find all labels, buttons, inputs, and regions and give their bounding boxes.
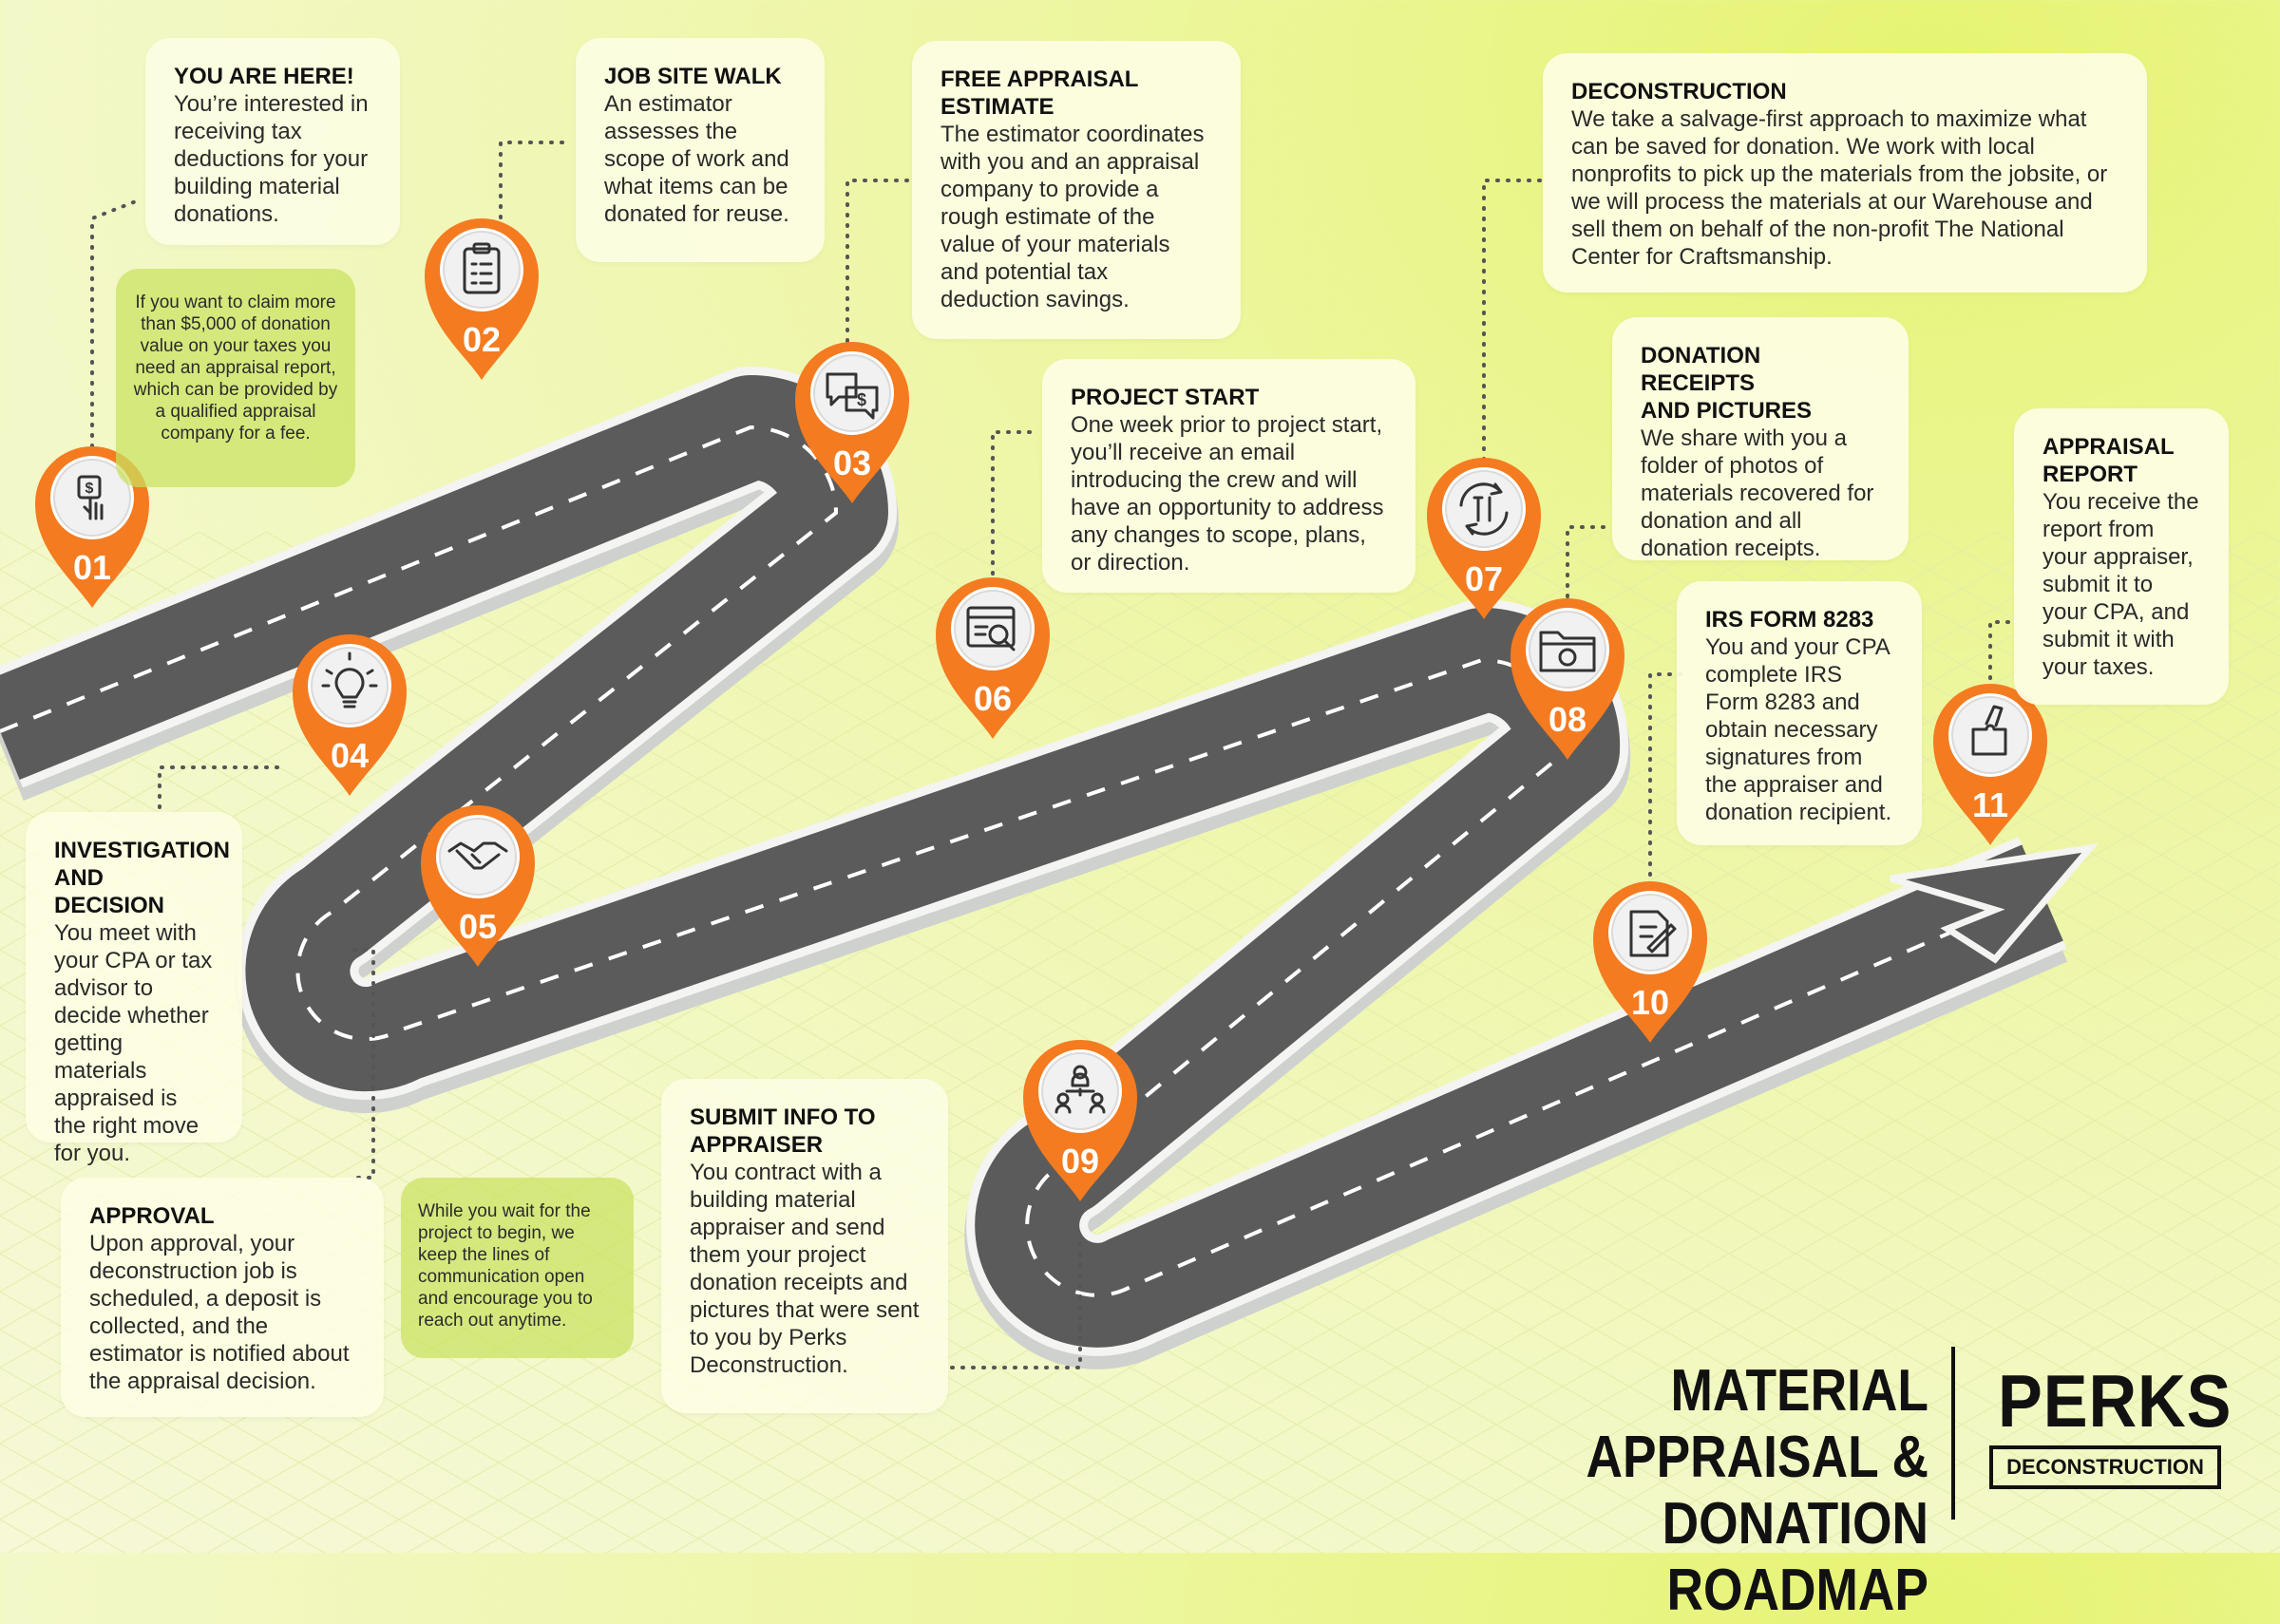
step-title-10: IRS FORM 8283 [1705, 607, 1874, 633]
step-title-06: PROJECT START [1071, 385, 1260, 410]
brand-logo-subtitle: DECONSTRUCTION [1989, 1445, 2221, 1489]
step-title-11: APPRAISAL REPORT [2042, 434, 2175, 487]
chat-dollar-icon: $ [826, 372, 879, 420]
step-card-03: FREE APPRAISAL ESTIMATE The estimator co… [912, 41, 1241, 339]
step-title-02: JOB SITE WALK [604, 64, 782, 89]
appraisal-threshold-note: If you want to claim more than $5,000 of… [116, 269, 355, 487]
pin-09: 09 [1023, 1040, 1137, 1201]
step-card-02: JOB SITE WALK An estimator assesses the … [576, 38, 825, 262]
lightbulb-icon [321, 651, 378, 708]
pin-number: 01 [73, 548, 111, 587]
step-text-01: You’re interested in receiving tax deduc… [174, 91, 369, 227]
step-card-04: INVESTIGATION AND DECISION You meet with… [26, 812, 242, 1166]
pin-number: 07 [1465, 559, 1503, 598]
step-text-05: Upon approval, your deconstruction job i… [89, 1231, 350, 1394]
step-text-03: The estimator coordinates with you and a… [940, 122, 1205, 312]
pin-03: $03 [795, 342, 909, 503]
pin-number: 02 [463, 320, 501, 359]
roadmap-title: MATERIAL APPRAISAL & DONATION ROADMAP [1586, 1358, 1928, 1623]
step-title-08: DONATION RECEIPTS AND PICTURES [1641, 343, 1813, 424]
handshake-icon [447, 841, 508, 870]
pin-06: 06 [936, 577, 1050, 739]
step-text-11: You receive the report from your apprais… [2042, 489, 2199, 680]
pin-number: 06 [974, 679, 1012, 718]
browser-search-icon [966, 606, 1016, 651]
puzzle-hand-icon [1971, 705, 2007, 756]
hand-dollar-icon: $ [77, 475, 104, 520]
brand-logo-name: PERKS [1998, 1359, 2232, 1443]
step-card-06: PROJECT START One week prior to project … [1042, 359, 1416, 593]
clipboard-icon [463, 242, 501, 294]
step-card-10: IRS FORM 8283 You and your CPA complete … [1677, 581, 1922, 845]
pin-number: 05 [459, 907, 497, 946]
step-text-04: You meet with your CPA or tax advisor to… [54, 920, 213, 1166]
road-arrowhead [1889, 843, 2099, 964]
step-title-09: SUBMIT INFO TO APPRAISER [690, 1105, 876, 1158]
pin-number: 03 [833, 444, 871, 482]
step-card-11: APPRAISAL REPORT You receive the report … [2014, 408, 2229, 705]
pin-05: 05 [421, 805, 535, 967]
step-title-01: YOU ARE HERE! [174, 64, 354, 89]
pin-02: 02 [425, 218, 539, 380]
step-title-04: INVESTIGATION AND DECISION [54, 838, 230, 918]
folder-icon [1539, 631, 1596, 672]
pin-number: 09 [1061, 1142, 1099, 1180]
step-title-05: APPROVAL [89, 1203, 215, 1229]
svg-text:$: $ [857, 390, 866, 409]
step-text-10: You and your CPA complete IRS Form 8283 … [1705, 634, 1892, 825]
pin-04: 04 [293, 634, 407, 796]
form-pencil-icon [1629, 910, 1677, 957]
network-people-icon [1054, 1065, 1106, 1114]
pin-07: 07 [1427, 458, 1541, 619]
step-card-05: APPROVAL Upon approval, your deconstruct… [61, 1178, 384, 1417]
pin-01: $01 [35, 446, 149, 608]
road [0, 367, 2099, 1369]
pin-10: 10 [1593, 881, 1707, 1043]
step-card-07: DECONSTRUCTION We take a salvage-first a… [1543, 53, 2147, 293]
waiting-note: While you wait for the project to begin,… [401, 1178, 634, 1358]
tools-cycle-icon [1459, 482, 1509, 536]
pin-number: 11 [1972, 785, 2008, 824]
pin-number: 10 [1631, 983, 1669, 1022]
step-text-02: An estimator assesses the scope of work … [604, 91, 789, 227]
pins: $01 02 $03 04 05 06 07 08 09 10 11 [35, 218, 2047, 1201]
step-text-09: You contract with a building material ap… [690, 1160, 920, 1378]
pin-08: 08 [1510, 598, 1624, 760]
step-card-08: DONATION RECEIPTS AND PICTURES We share … [1612, 317, 1909, 561]
step-title-07: DECONSTRUCTION [1571, 79, 1787, 104]
step-text-08: We share with you a folder of photos of … [1641, 425, 1874, 561]
step-card-01: YOU ARE HERE! You’re interested in recei… [145, 38, 400, 245]
connectors [90, 141, 2016, 1369]
pin-number: 04 [331, 736, 369, 775]
step-title-03: FREE APPRAISAL ESTIMATE [940, 66, 1139, 120]
roadmap-infographic: $01 02 $03 04 05 06 07 08 09 10 11 YOU ARE HERE! Y… [0, 38, 2280, 1623]
title-divider [1951, 1347, 1955, 1520]
svg-text:$: $ [86, 481, 94, 497]
pin-11: 11 [1933, 684, 2047, 845]
step-text-06: One week prior to project start, you’ll … [1071, 412, 1384, 576]
pin-number: 08 [1548, 700, 1586, 739]
step-text-07: We take a salvage-first approach to maxi… [1571, 106, 2108, 270]
step-card-09: SUBMIT INFO TO APPRAISER You contract wi… [661, 1079, 948, 1413]
